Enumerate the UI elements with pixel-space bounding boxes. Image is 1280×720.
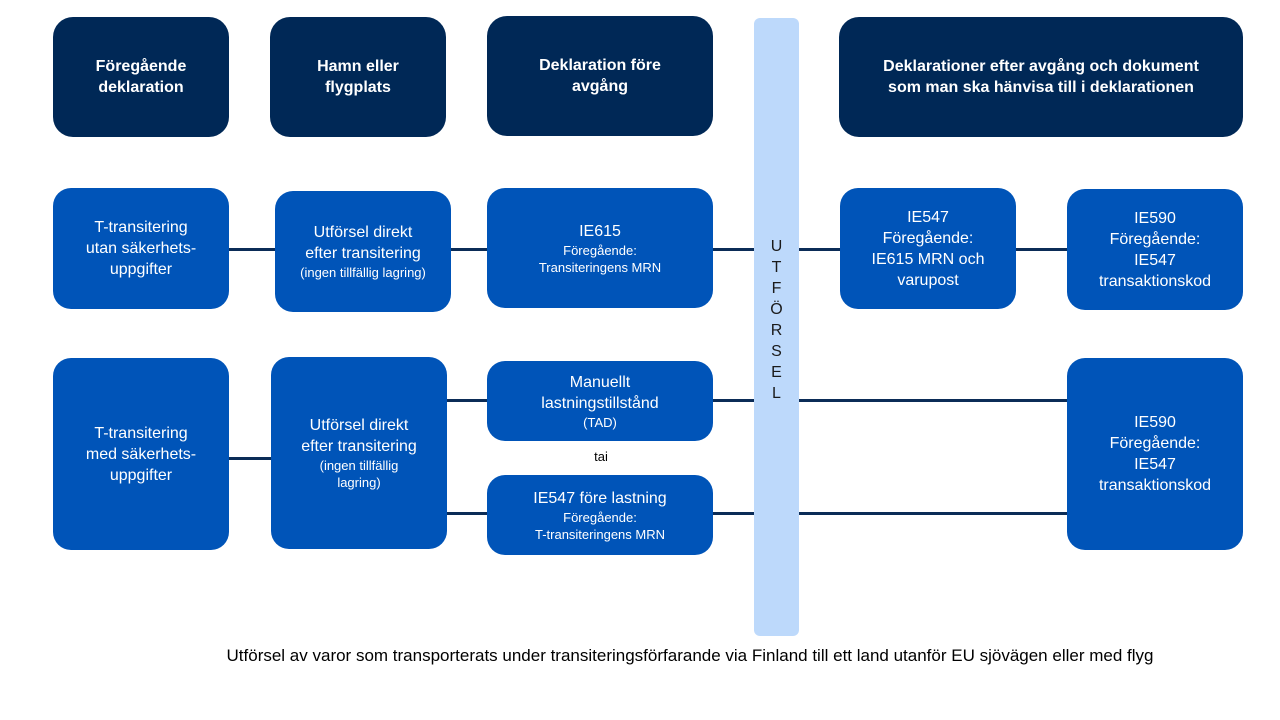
header-line: Hamn eller: [317, 58, 399, 75]
node-sub: Transiteringens MRN: [538, 259, 662, 275]
node-ie615: IE615 Föregående: Transiteringens MRN: [487, 188, 713, 308]
exit-letter: T: [771, 259, 782, 276]
node-sub: (ingen tillfällig lagring): [300, 265, 426, 280]
node-line: uppgifter: [109, 261, 173, 278]
connector-r2-decl-a-exit: [712, 399, 754, 402]
diagram-caption: Utförsel av varor som transporterats und…: [226, 646, 1154, 665]
node-sub: (TAD): [583, 414, 617, 430]
node-ie547-before-loading: IE547 före lastning Föregående: T-transi…: [487, 475, 713, 555]
node-line: Föregående:: [882, 229, 974, 247]
connector-r2-port-decl-a: [446, 399, 488, 402]
exit-letter: E: [771, 364, 782, 381]
node-ie547-row1: IE547 Föregående: IE615 MRN och varupost: [840, 188, 1016, 309]
exit-letter: S: [771, 343, 782, 360]
node-ie590-row2: IE590 Föregående: IE547 transaktionskod: [1067, 358, 1243, 550]
connector-r2-port-decl-b: [446, 512, 488, 515]
node-line: utan säkerhets-: [85, 240, 197, 257]
connector-r2-decl-b-exit: [712, 512, 754, 515]
node-title: IE547 före lastning: [533, 489, 667, 507]
node-direct-exit-after-transit-1: Utförsel direkt efter transitering (inge…: [275, 191, 451, 312]
node-line: T-transitering: [94, 219, 188, 236]
node-sub: Föregående:: [563, 509, 637, 525]
connector-r2-exit-after-a: [799, 399, 1068, 402]
exit-letter: U: [770, 238, 783, 255]
node-line: Föregående:: [1109, 230, 1201, 248]
node-line: med säkerhets-: [85, 445, 197, 463]
header-line: deklaration: [98, 79, 184, 96]
header-line: som man ska hänvisa till i deklarationen: [888, 79, 1194, 96]
connector-r1-decl-exit: [712, 248, 754, 251]
exit-letter: F: [771, 280, 782, 297]
header-line: Deklarationer efter avgång och dokument: [883, 58, 1199, 75]
node-sub: Föregående:: [563, 242, 637, 258]
header-line: avgång: [571, 78, 628, 95]
node-line: IE590: [1134, 209, 1176, 227]
node-line: IE547: [1134, 456, 1176, 473]
node-line: transaktionskod: [1098, 477, 1212, 494]
node-title: Manuellt: [569, 373, 631, 391]
node-t-transit-with-security: T-transitering med säkerhets- uppgifter: [53, 358, 229, 550]
connector-r1-port-decl: [450, 248, 488, 251]
node-line: Utförsel direkt: [309, 417, 409, 434]
node-sub: lagring): [337, 475, 381, 490]
node-line: varupost: [897, 271, 959, 289]
header-previous-declaration: Föregående deklaration: [53, 17, 229, 137]
exit-column: U T F Ö R S E L: [754, 18, 799, 636]
connector-r2-exit-after-b: [799, 512, 1068, 515]
or-label: tai: [594, 449, 608, 464]
connector-r1-exit-after1: [799, 248, 841, 251]
exit-letter: R: [770, 322, 783, 339]
header-post-departure-declarations: Deklarationer efter avgång och dokument …: [839, 17, 1243, 137]
exit-letter: Ö: [770, 301, 783, 318]
node-sub: T-transiteringens MRN: [534, 526, 666, 542]
header-pre-departure-declaration: Deklaration före avgång: [487, 16, 713, 136]
node-line: efter transitering: [305, 245, 421, 262]
node-line: uppgifter: [109, 466, 173, 484]
header-port-or-airport: Hamn eller flygplats: [270, 17, 446, 137]
connector-r1-after1-after2: [1015, 248, 1068, 251]
node-line: Föregående:: [1109, 435, 1201, 452]
header-line: flygplats: [325, 79, 391, 96]
exit-letter: L: [772, 385, 781, 402]
node-line: T-transitering: [94, 424, 188, 442]
node-ie590-row1: IE590 Föregående: IE547 transaktionskod: [1067, 189, 1243, 310]
node-manual-loading-permit: Manuellt lastningstillstånd (TAD): [487, 361, 713, 441]
node-line: IE547: [1134, 251, 1176, 269]
header-line: Deklaration före: [539, 57, 661, 74]
node-direct-exit-after-transit-2: Utförsel direkt efter transitering (inge…: [271, 357, 447, 549]
exit-column-label: U T F Ö R S E L: [770, 236, 782, 404]
node-line: transaktionskod: [1098, 272, 1212, 290]
node-line: IE590: [1134, 414, 1176, 431]
node-line: IE547: [907, 208, 949, 226]
node-t-transit-without-security: T-transitering utan säkerhets- uppgifter: [53, 188, 229, 309]
node-title: IE615: [579, 222, 621, 240]
connector-r1-start-port: [228, 248, 276, 251]
node-line: Utförsel direkt: [313, 224, 413, 241]
node-sub: (ingen tillfällig: [319, 458, 399, 473]
header-line: Föregående: [95, 58, 187, 75]
node-title: lastningstillstånd: [541, 394, 659, 412]
node-line: IE615 MRN och: [871, 250, 985, 268]
node-line: efter transitering: [301, 438, 417, 455]
connector-r2-start-port: [228, 457, 272, 460]
